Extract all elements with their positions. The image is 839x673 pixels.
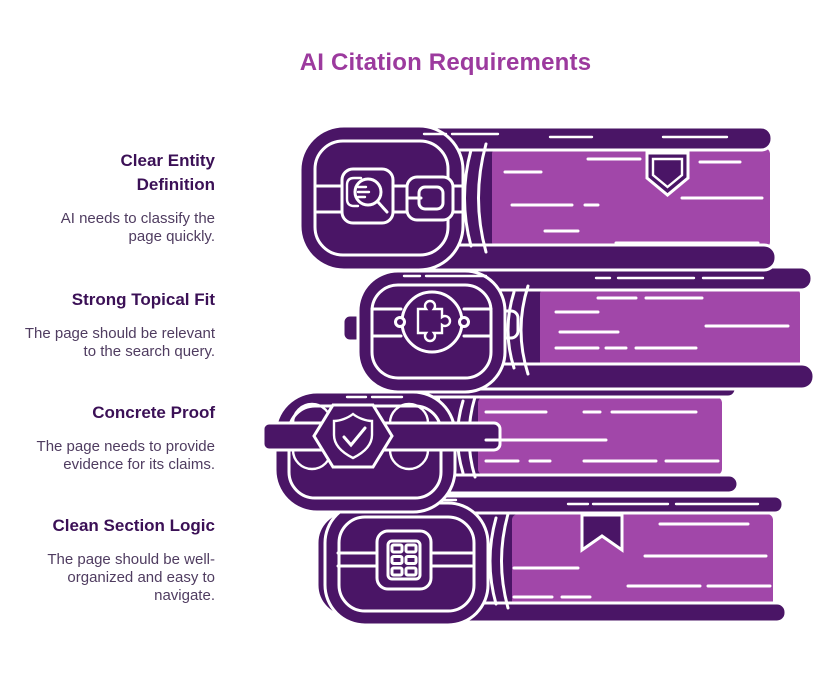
section-heading: Concrete Proof [92, 403, 215, 422]
section-heading: Clear Entity Definition [120, 151, 215, 194]
bookmark-icon [580, 513, 624, 553]
book-3 [261, 379, 740, 514]
section-clear-entity-definition: Clear Entity Definition AI needs to clas… [15, 149, 215, 246]
puzzle-icon [394, 290, 470, 354]
section-concrete-proof: Concrete Proof The page needs to provide… [15, 401, 215, 474]
section-body: The page should be well- organized and e… [47, 551, 215, 604]
keypad-icon [375, 529, 433, 591]
buckle-icon [405, 175, 455, 222]
section-strong-topical-fit: Strong Topical Fit The page should be re… [15, 288, 215, 361]
section-heading: Clean Section Logic [52, 516, 215, 535]
section-body: The page needs to provide evidence for i… [36, 438, 215, 473]
section-body: AI needs to classify the page quickly. [60, 210, 215, 245]
book-2 [341, 265, 816, 394]
shield-badge-icon [645, 151, 690, 197]
section-body: The page should be relevant to the searc… [24, 325, 215, 360]
section-clean-section-logic: Clean Section Logic The page should be w… [15, 514, 215, 605]
book-4 [315, 494, 788, 627]
page-title: AI Citation Requirements [299, 49, 592, 76]
search-icon [340, 167, 395, 225]
book-1 [298, 124, 778, 272]
shield-check-icon [312, 403, 394, 469]
section-heading: Strong Topical Fit [71, 290, 215, 309]
